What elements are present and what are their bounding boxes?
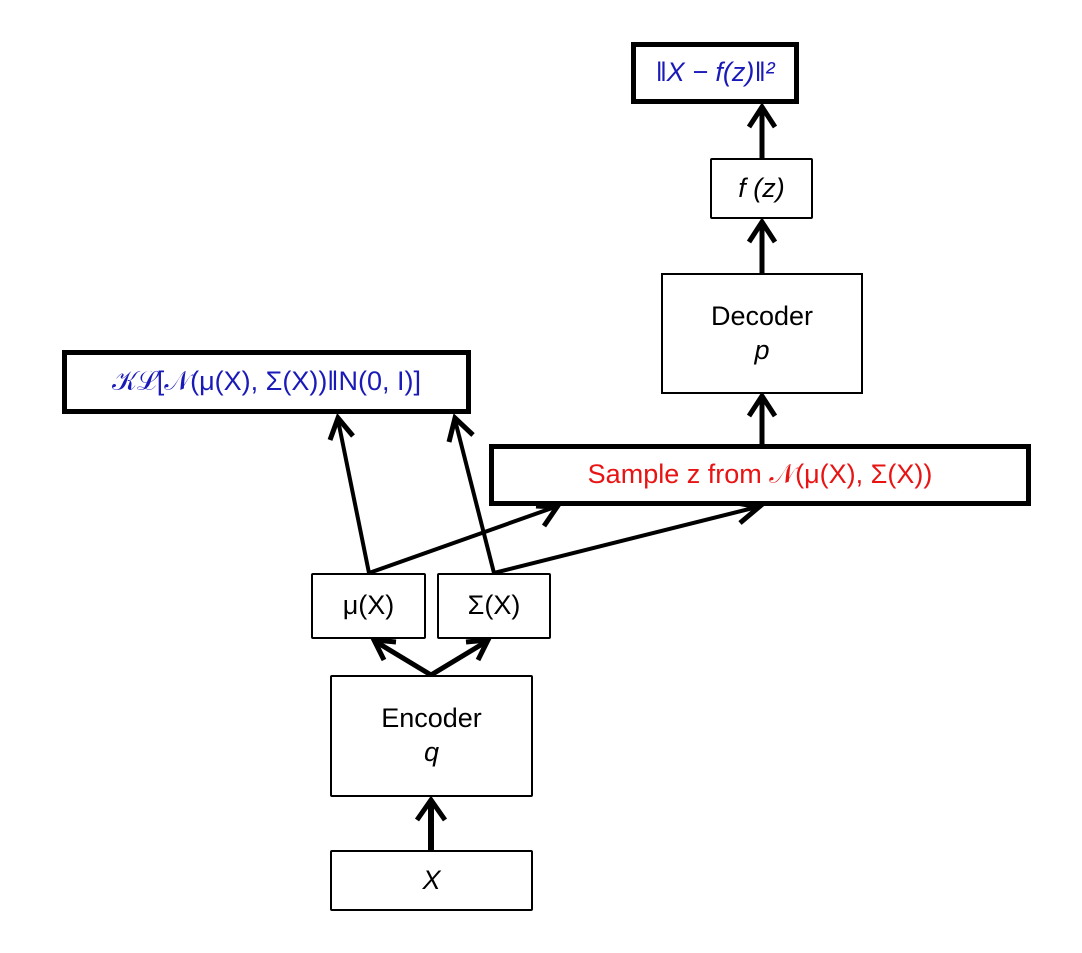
decoder-sub-label: p	[754, 334, 770, 365]
input-x-box: X	[330, 850, 533, 911]
kl-divergence-label: 𝒦ℒ[𝒩(μ(X), Σ(X))‖N(0, I)]	[112, 366, 421, 397]
edge-encoder-mu	[369, 637, 433, 678]
sigma-box: Σ(X)	[437, 573, 551, 639]
edge-sigma-kl	[446, 413, 496, 574]
mu-label: μ(X)	[342, 590, 395, 621]
edge-fz-loss	[746, 102, 778, 158]
fz-label: f (z)	[738, 172, 785, 203]
decoder-label: Decoder	[710, 300, 814, 331]
sample-z-box: Sample z from 𝒩(μ(X), Σ(X))	[489, 444, 1031, 506]
encoder-label: Encoder	[381, 703, 482, 734]
input-x-label: X	[422, 864, 441, 895]
sigma-label: Σ(X)	[467, 590, 521, 621]
edge-encoder-sigma	[429, 637, 493, 678]
edge-decoder-fz	[746, 217, 778, 273]
decoder-box: Decoder p	[661, 273, 863, 394]
edge-mu-kl	[327, 413, 371, 574]
mu-box: μ(X)	[311, 573, 426, 639]
sample-z-distribution: 𝒩(μ(X), Σ(X))	[769, 459, 933, 490]
encoder-box: Encoder q	[330, 675, 533, 797]
fz-box: f (z)	[710, 158, 813, 219]
reconstruction-loss-label: ‖X − f(z)‖²	[655, 57, 775, 88]
edge-sample-decoder	[746, 391, 778, 445]
reconstruction-loss-box: ‖X − f(z)‖²	[631, 42, 799, 104]
encoder-sub-label: q	[423, 737, 440, 767]
sample-z-label: Sample z from	[587, 459, 770, 490]
edge-x-encoder	[414, 795, 448, 850]
edge-mu-sample	[368, 503, 562, 575]
kl-divergence-box: 𝒦ℒ[𝒩(μ(X), Σ(X))‖N(0, I)]	[62, 350, 471, 414]
